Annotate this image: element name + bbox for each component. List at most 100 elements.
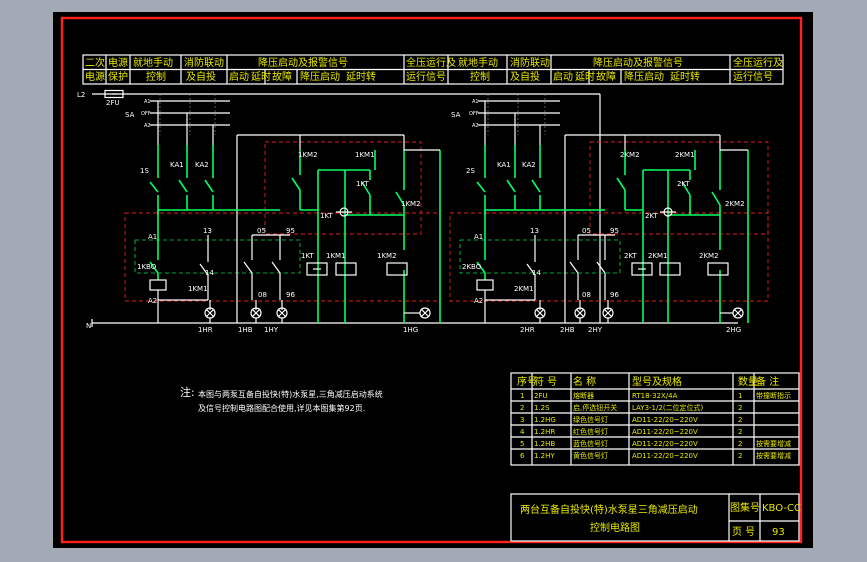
label-sa-off-r: OFF	[469, 111, 479, 117]
parts-cell-r1-c0: 2	[520, 404, 524, 412]
parts-cell-r0-c4: 1	[738, 392, 742, 400]
label-sa-left: SA	[125, 111, 135, 119]
label-kbo-r: 2KBO	[462, 263, 482, 271]
parts-header-1: 符 号	[534, 375, 557, 388]
pump2-circuit: 2S KA1 KA2 A1 2KBO A2 13 14 2KM1 05 95 0…	[449, 101, 769, 334]
label-sa-a2-r: A2	[472, 123, 479, 129]
hdr-r1-7: 消防联动	[510, 56, 550, 69]
parts-header-5: 备 注	[756, 375, 779, 388]
label-05-r: 05	[582, 227, 591, 235]
label-ka2-r: KA2	[522, 161, 536, 169]
lamp-1hg: 1HG	[403, 326, 418, 334]
label-1km2-side: 1KM2	[401, 200, 421, 208]
hdr-r1-4: 降压启动及报警信号	[258, 56, 348, 69]
parts-header-4: 数量	[738, 375, 758, 388]
parts-cell-r4-c0: 5	[520, 440, 524, 448]
lamp-2hr: 2HR	[520, 326, 535, 334]
parts-cell-r5-c5: 按需要增减	[756, 451, 791, 460]
label-2km1-c: 2KM1	[514, 285, 534, 293]
label-1km1-c: 1KM1	[188, 285, 208, 293]
parts-cell-r1-c3: LAY3-1/2(二位定位式)	[632, 403, 704, 412]
hdr-r1-9: 全压运行及	[733, 56, 783, 69]
lamp-1hb: 1HB	[238, 326, 253, 334]
hdr-r2-5: 延时	[251, 71, 271, 83]
title-block: 两台互备自投快(特)水泵星三角减压启动 控制电路图 图集号 KBO-CC 页 号…	[510, 493, 801, 542]
coil-1km2: 1KM2	[377, 252, 397, 260]
label-a1-r: A1	[474, 233, 483, 241]
label-a2-l: A2	[148, 297, 157, 305]
note-line2: 及信号控制电路图配合使用,详见本图集第92页.	[198, 403, 365, 413]
label-1s: 1S	[140, 167, 149, 175]
parts-cell-r2-c3: AD11-22/20~220V	[632, 416, 698, 424]
hdr-r2-4: 启动	[229, 70, 249, 83]
label-ka1-r: KA1	[497, 161, 511, 169]
label-a2-r: A2	[474, 297, 483, 305]
parts-cell-r2-c4: 2	[738, 416, 742, 424]
parts-cell-r0-c1: 2FU	[534, 392, 548, 400]
label-kbo-l: 1KBO	[137, 263, 157, 271]
hdr-r2-2: 控制	[146, 70, 166, 83]
parts-cell-r1-c4: 2	[738, 404, 742, 412]
label-05-l: 05	[257, 227, 266, 235]
hdr-r2-12: 启动	[553, 70, 573, 83]
hdr-r2-3: 及自投	[186, 70, 216, 83]
label-95-r: 95	[610, 227, 619, 235]
hdr-r2-13: 延时	[575, 71, 595, 83]
parts-cell-r4-c4: 2	[738, 440, 742, 448]
hdr-r2-7: 降压启动	[300, 70, 340, 83]
parts-cell-r4-c2: 蓝色信号灯	[573, 439, 608, 448]
coil-1km1: 1KM1	[326, 252, 346, 260]
label-08-l: 08	[258, 291, 267, 299]
label-1kt-side: 1KT	[320, 212, 334, 220]
label-95-l: 95	[286, 227, 295, 235]
page-label: 页 号	[732, 526, 755, 538]
hdr-r1-2: 就地手动	[133, 56, 173, 69]
coil-2km1: 2KM1	[648, 252, 668, 260]
pump1-circuit: 1S KA1 KA2 A1 1KBO A2 13 14 1KM1 05 95 0…	[124, 101, 441, 334]
label-2km2-side: 2KM2	[725, 200, 745, 208]
note-prefix: 注:	[180, 385, 195, 399]
lamp-1hy: 1HY	[264, 326, 279, 334]
atlas-value: KBO-CC	[762, 503, 801, 514]
parts-cell-r2-c2: 绿色信号灯	[573, 415, 608, 424]
hdr-r2-1: 保护	[108, 70, 128, 83]
parts-cell-r2-c1: 1.2HG	[534, 416, 556, 424]
sa-selector-right: SA A1 OFF A2	[451, 94, 560, 135]
hdr-r2-16: 延时转	[670, 70, 700, 83]
label-sa-a1-r: A1	[472, 99, 479, 105]
header-table: 二次 电源 就地手动 消防联动 降压启动及报警信号 全压运行及 就地手动 消防联…	[82, 54, 784, 85]
parts-cell-r0-c3: RT18-32X/4A	[632, 392, 678, 400]
power-rails: L2 2FU N	[77, 89, 738, 330]
hdr-r2-15: 降压启动	[624, 70, 664, 83]
parts-cell-r1-c1: 1.2S	[534, 404, 550, 412]
note-line1: 本图与两泵互备自投快(特)水泵星,三角减压启动系统	[198, 389, 383, 399]
label-1km1-top: 1KM1	[355, 151, 375, 159]
label-n: N	[86, 322, 91, 330]
parts-cell-r2-c0: 3	[520, 416, 524, 424]
hdr-r1-3: 消防联动	[184, 56, 224, 69]
parts-cell-r4-c5: 按需要增减	[756, 439, 791, 448]
hdr-r1-6: 就地手动	[458, 56, 498, 69]
note: 注: 本图与两泵互备自投快(特)水泵星,三角减压启动系统 及信号控制电路图配合使…	[180, 385, 383, 413]
hdr-r2-11: 及自投	[510, 70, 540, 83]
label-1kt-top: 1KT	[356, 180, 370, 188]
parts-cell-r5-c3: AD11-22/20~220V	[632, 452, 698, 460]
label-2fu: 2FU	[106, 99, 120, 107]
hdr-r2-0: 电源	[85, 70, 105, 83]
label-2s: 2S	[466, 167, 475, 175]
parts-header-2: 名 称	[573, 375, 596, 388]
hdr-r2-8: 延时转	[346, 70, 376, 83]
title-line2: 控制电路图	[590, 521, 640, 534]
lamp-2hg: 2HG	[726, 326, 741, 334]
frame-border	[60, 16, 803, 544]
label-ka1-l: KA1	[170, 161, 184, 169]
parts-header-0: 序号	[517, 375, 537, 388]
hdr-r2-14: 故障	[596, 70, 616, 83]
parts-cell-r0-c0: 1	[520, 392, 524, 400]
hdr-r2-10: 控制	[470, 70, 490, 83]
hdr-r1-1: 电源	[108, 56, 128, 69]
sa-selector-left: SA A1 OFF A2	[125, 94, 230, 135]
label-sa-off: OFF	[141, 111, 151, 117]
label-2km1-top: 2KM1	[675, 151, 695, 159]
label-96-r: 96	[610, 291, 619, 299]
